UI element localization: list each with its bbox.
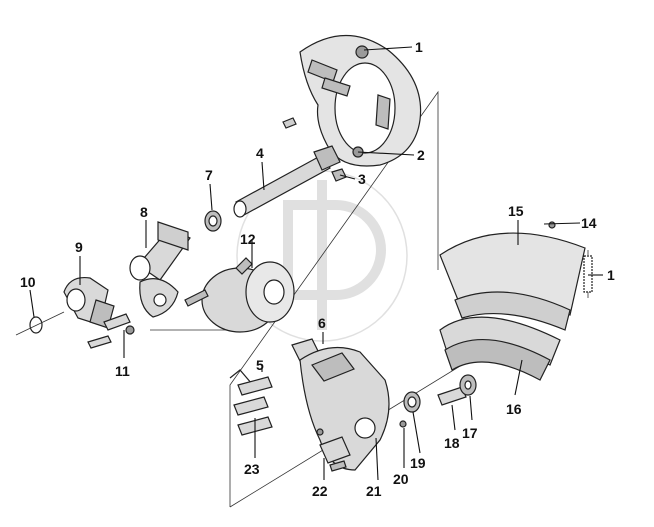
label-1-shield: 1 [415,39,423,55]
label-17: 17 [462,425,478,441]
slack-adjuster [63,276,115,329]
label-19: 19 [410,455,426,471]
label-14: 14 [581,215,597,231]
callout-lines [29,46,603,481]
label-21: 21 [366,483,382,499]
label-8: 8 [140,204,148,220]
label-3: 3 [358,171,366,187]
label-7: 7 [205,167,213,183]
brake-chamber [184,257,295,333]
clevis-pins [87,313,135,349]
plug-part [331,168,347,182]
label-20: 20 [393,471,409,487]
label-16: 16 [506,401,522,417]
grease-fitting [399,420,407,428]
label-12: 12 [240,231,256,247]
seal-19 [403,391,421,413]
callout-labels: 1 2 3 4 5 6 7 8 9 10 11 12 14 15 1 16 17… [20,39,615,499]
label-15: 15 [508,203,524,219]
lining-screw [548,221,556,229]
camshaft [233,145,341,218]
label-2: 2 [417,147,425,163]
label-23: 23 [244,461,260,477]
brake-spider [299,346,390,471]
dust-shield [282,34,422,167]
snap-ring [15,311,65,336]
label-11: 11 [115,363,130,379]
return-spring [583,250,593,298]
label-22: 22 [312,483,328,499]
label-18: 18 [444,435,460,451]
seal-ring [204,210,222,232]
camshaft-bracket [129,221,191,318]
bushing-bolts [316,428,351,472]
label-1-spring: 1 [607,267,615,283]
label-4: 4 [256,145,264,161]
label-9: 9 [75,239,83,255]
label-5: 5 [256,357,264,373]
roller-pin [437,374,477,406]
anchor-pins [233,376,273,436]
label-10: 10 [20,274,36,290]
brake-shoe-upper [439,232,586,331]
label-6: 6 [318,315,326,331]
brake-shoe-lower [439,316,561,381]
